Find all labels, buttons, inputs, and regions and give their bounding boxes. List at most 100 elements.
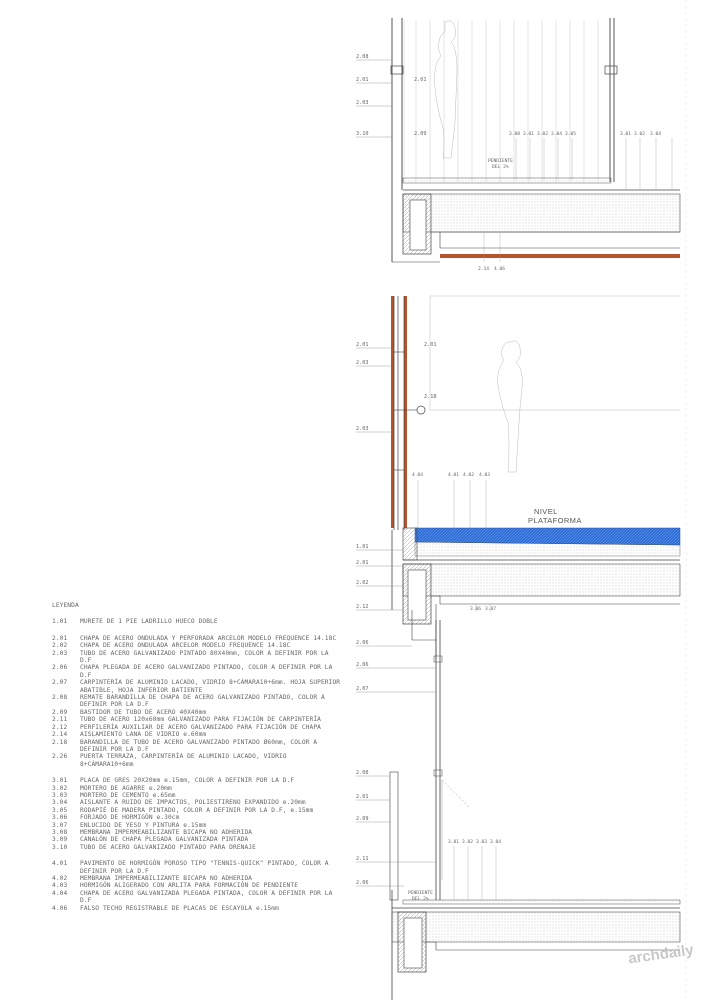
legend-code: 4.04 <box>52 889 68 897</box>
legend-text: CHAPA DE ACERO ONDULADA Y PERFORADA ARCE… <box>80 634 337 642</box>
legend-text: PUERTA TERRAZA, CARPINTERÍA DE ALUMINIO … <box>80 753 287 768</box>
callout-inner-top-0: 2.01 <box>414 77 427 83</box>
legend-text: HORMIGÓN ALIGERADO CON ARLITA PARA FORMA… <box>80 882 299 890</box>
legend-code: 2.03 <box>52 649 68 657</box>
slope-low-pct: DEL 2% <box>412 896 429 902</box>
legend-item: 3.03 MORTERO DE CEMENTO e.65mm <box>52 792 342 799</box>
callout-low-row-2: 3.03 <box>476 839 487 845</box>
callout-platform-1: 4.01 <box>448 472 459 478</box>
callout-top-right-0: 3.01 <box>620 131 631 137</box>
legend-text: MORTERO DE CEMENTO e.65mm <box>80 791 176 799</box>
legend-code: 3.10 <box>52 843 68 851</box>
legend-text: CHAPA DE ACERO ONDULADA ARCELOR MODELO F… <box>80 642 291 650</box>
callout-low-row-3: 3.04 <box>490 839 501 845</box>
legend-text: TUBO DE ACERO 120x60mm GALVANIZADO PARA … <box>80 716 321 724</box>
legend-text: PLACA DE GRES 20X20mm e.15mm, COLOR A DE… <box>80 777 295 785</box>
callout-left-top-3: 3.10 <box>356 131 369 137</box>
legend-code: 4.03 <box>52 882 68 890</box>
legend-item: 4.02 MEMBRANA IMPERMEABILIZANTE BICAPA NO… <box>52 875 342 882</box>
vertical-callouts <box>417 138 673 900</box>
legend-group: 1.01 MURETE DE 1 PIE LADRILLO HUECO DOBLE <box>52 618 342 625</box>
legend-code: 1.01 <box>52 618 68 626</box>
callout-left-platform-3: 2.12 <box>356 604 369 610</box>
legend-code: 3.06 <box>52 814 68 822</box>
callout-top-row-1: 3.01 <box>523 131 534 137</box>
legend-code: 3.07 <box>52 821 68 829</box>
callout-left-low-4: 2.01 <box>356 794 369 800</box>
callout-inner-mid-0: 2.01 <box>424 342 437 348</box>
callout-under-top-0: 2.14 <box>478 266 489 272</box>
legend-group: 2.01 CHAPA DE ACERO ONDULADA Y PERFORADA … <box>52 635 342 768</box>
legend-text: CANALÓN DE CHAPA PLEGADA GALVANIZADA PIN… <box>80 836 249 844</box>
legend-text: FALSO TECHO REGISTRABLE DE PLACAS DE ESC… <box>80 904 279 912</box>
legend-code: 3.03 <box>52 791 68 799</box>
legend-text: BARANDILLA DE TUBO DE ACERO GALVANIZADO … <box>80 738 318 753</box>
callout-top-row-2: 3.02 <box>537 131 548 137</box>
low-floor <box>389 610 681 1000</box>
callout-top-row-0: 3.08 <box>509 131 520 137</box>
callout-left-platform-2: 2.02 <box>356 580 369 586</box>
legend-item: 4.03 HORMIGÓN ALIGERADO CON ARLITA PARA F… <box>52 882 342 889</box>
legend-code: 4.02 <box>52 875 68 882</box>
legend-groups: 1.01 MURETE DE 1 PIE LADRILLO HUECO DOBLE… <box>52 618 342 912</box>
callout-top-row-4: 3.05 <box>565 131 576 137</box>
legend-item: 3.01 PLACA DE GRES 20X20mm e.15mm, COLOR … <box>52 777 342 784</box>
callout-left-mid-0: 2.01 <box>356 342 369 348</box>
legend-code: 2.14 <box>52 731 68 739</box>
legend-text: TUBO DE ACERO GALVANIZADO PINTADO PARA D… <box>80 843 256 851</box>
legend-code: 4.01 <box>52 860 68 868</box>
legend-text: PERFILERÍA AUXILIAR DE ACERO GALVANIZADO… <box>80 723 321 731</box>
callout-ceiling-0: 3.06 <box>470 606 481 612</box>
callout-top-right-1: 3.02 <box>634 131 645 137</box>
slope-top-pct: DEL 2% <box>492 164 509 170</box>
legend-code: 3.08 <box>52 828 68 836</box>
callout-low-row-1: 3.02 <box>462 839 473 845</box>
left-callout-lines <box>356 59 436 887</box>
legend-text: ENLUCIDO DE YESO Y PINTURA e.15mm <box>80 821 207 829</box>
legend-code: 2.02 <box>52 642 68 650</box>
legend-code: 2.12 <box>52 723 68 731</box>
callout-low-row-0: 3.01 <box>448 839 459 845</box>
legend-text: REMATE BARANDILLA DE CHAPA DE ACERO GALV… <box>80 694 325 709</box>
legend-item: 2.12 PERFILERÍA AUXILIAR DE ACERO GALVANI… <box>52 724 342 731</box>
legend-code: 2.01 <box>52 634 68 642</box>
legend-text: MURETE DE 1 PIE LADRILLO HUECO DOBLE <box>80 618 218 626</box>
legend-code: 2.11 <box>52 716 68 724</box>
legend-item: 3.08 MEMBRANA IMPERMEABILIZANTE BICAPA NO… <box>52 829 342 836</box>
middle-floor <box>391 295 681 660</box>
callout-left-top-2: 2.03 <box>356 100 369 106</box>
callout-left-top-1: 2.01 <box>356 77 369 83</box>
legend-text: TUBO DE ACERO GALVANIZADO PINTADO 80X40m… <box>80 649 329 665</box>
callout-top-row-3: 3.04 <box>551 131 562 137</box>
legend-text: AISLANTE A RUIDO DE IMPACTOS, POLIESTIRE… <box>80 799 306 807</box>
legend-item: 4.01 PAVIMENTO DE HORMIGÓN POROSO TIPO "T… <box>52 860 342 875</box>
legend-text: MORTERO DE AGARRE e.20mm <box>80 784 172 792</box>
legend-item: 3.06 FORJADO DE HORMIGÓN e.30cm <box>52 814 342 821</box>
legend-item: 3.10 TUBO DE ACERO GALVANIZADO PINTADO PA… <box>52 844 342 851</box>
legend-text: CHAPA PLEGADA DE ACERO GALVANIZADO PINTA… <box>80 664 333 679</box>
legend-code: 3.01 <box>52 777 68 785</box>
callout-top-right-2: 3.04 <box>650 131 661 137</box>
legend-code: 3.02 <box>52 784 68 792</box>
callout-left-mid-1: 2.03 <box>356 360 369 366</box>
legend-text: AISLAMIENTO LANA DE VIDRIO e.60mm <box>80 731 207 739</box>
callout-left-low-6: 2.11 <box>356 856 369 862</box>
legend-code: 3.05 <box>52 806 68 814</box>
legend-text: MEMBRANA IMPERMEABILIZANTE BICAPA NO ADH… <box>80 828 253 836</box>
legend-text: CARPINTERÍA DE ALUMINIO LACADO, VIDRIO 8… <box>80 679 341 694</box>
legend-text: FORJADO DE HORMIGÓN e.30cm <box>80 814 180 822</box>
legend-item: 2.11 TUBO DE ACERO 120x60mm GALVANIZADO P… <box>52 716 342 723</box>
callout-platform-0: 4.04 <box>412 472 423 478</box>
legend-text: PAVIMENTO DE HORMIGÓN POROSO TIPO "TENNI… <box>80 860 329 875</box>
legend-text: MEMBRANA IMPERMEABILIZANTE BICAPA NO ADH… <box>80 875 253 882</box>
callout-ceiling-1: 3.07 <box>485 606 496 612</box>
legend-item: 2.01 CHAPA DE ACERO ONDULADA Y PERFORADA … <box>52 635 342 642</box>
